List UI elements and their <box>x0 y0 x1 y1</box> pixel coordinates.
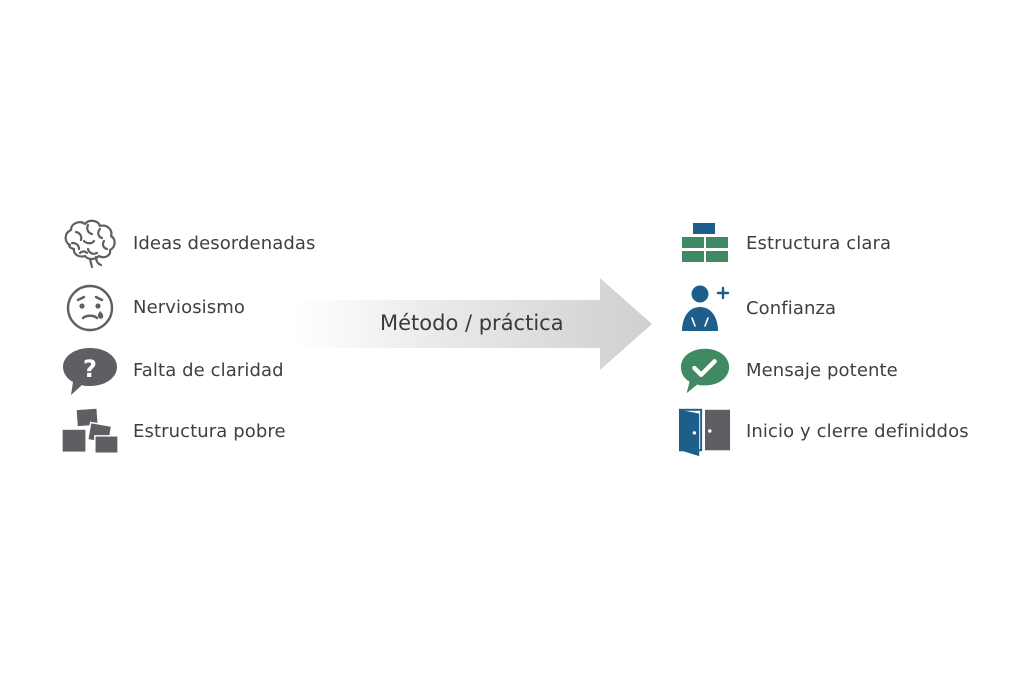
problem-label: Estructura pobre <box>133 420 286 442</box>
result-label: Confianza <box>746 297 837 319</box>
problem-label: Nerviosismo <box>133 296 246 318</box>
question-bubble-icon: ? <box>60 345 120 395</box>
problem-item-nerviosismo: Nerviosismo <box>60 282 245 332</box>
problem-item-estructura: Estructura pobre <box>60 406 286 456</box>
door-icon <box>678 406 732 457</box>
result-label: Mensaje potente <box>746 359 898 381</box>
result-label: Estructura clara <box>746 232 892 254</box>
problem-item-claridad: ? Falta de claridad <box>60 345 284 395</box>
result-label: Inicio y clerre definiddos <box>746 420 969 442</box>
problem-label: Ideas desordenadas <box>133 232 316 254</box>
problem-label: Falta de claridad <box>133 359 284 381</box>
worried-face-icon <box>60 282 120 332</box>
result-item-mensaje: Mensaje potente <box>678 345 898 395</box>
transformation-arrow <box>296 278 652 370</box>
scattered-boxes-icon <box>60 406 120 456</box>
stacked-blocks-icon <box>678 218 732 268</box>
problem-item-ideas: Ideas desordenadas <box>60 218 316 269</box>
person-plus-icon <box>678 283 732 333</box>
arrow-label: Método / práctica <box>380 311 564 335</box>
svg-text:?: ? <box>83 355 97 383</box>
check-bubble-icon <box>678 345 732 395</box>
result-item-estructura: Estructura clara <box>678 218 891 268</box>
result-item-inicio-cierre: Inicio y clerre definiddos <box>678 406 969 457</box>
brain-icon <box>60 218 120 269</box>
result-item-confianza: Confianza <box>678 283 836 333</box>
